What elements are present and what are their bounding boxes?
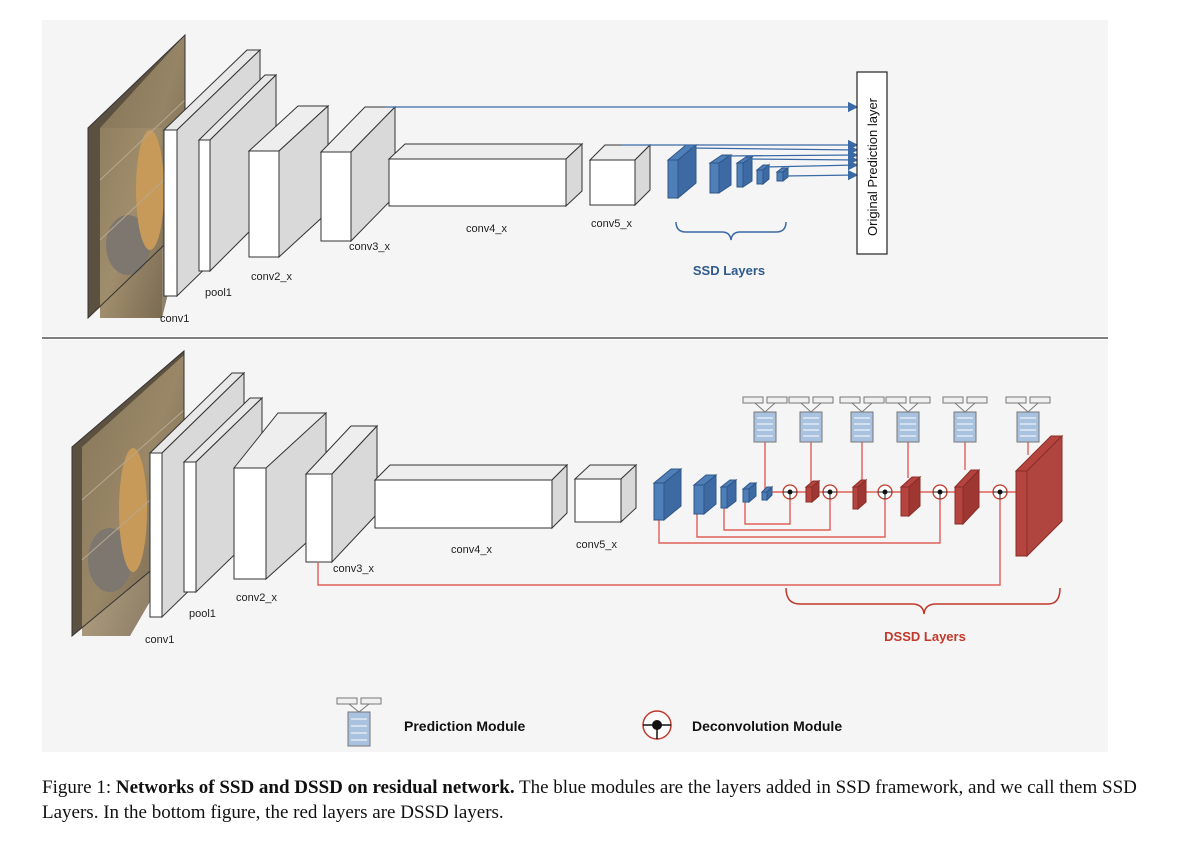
deconv-module-1 bbox=[782, 484, 798, 500]
legend-deconvolution-module-icon bbox=[642, 710, 672, 740]
original-prediction-layer-label: Original Prediction layer bbox=[865, 97, 880, 236]
prediction-module-3 bbox=[839, 396, 885, 443]
deconvolution-modules bbox=[782, 484, 1008, 500]
ssd-layers-brace bbox=[675, 221, 787, 241]
legend-deconvolution-module-label: Deconvolution Module bbox=[692, 718, 842, 734]
top-conv3-block bbox=[319, 105, 397, 243]
top-conv5-label: conv5_x bbox=[591, 218, 632, 230]
dssd-layers-label: DSSD Layers bbox=[884, 629, 966, 644]
dssd-connection-lines bbox=[317, 442, 1029, 586]
deconv-module-3 bbox=[877, 484, 893, 500]
top-network: Original Prediction layer SSD Layers con… bbox=[87, 33, 888, 325]
bottom-pool1-label: pool1 bbox=[189, 608, 216, 620]
figure-caption: Figure 1: Networks of SSD and DSSD on re… bbox=[42, 775, 1142, 825]
prediction-module-6 bbox=[1005, 396, 1051, 443]
top-ssd-layers bbox=[666, 143, 790, 200]
bottom-ssd-layers bbox=[652, 467, 774, 522]
bottom-conv4-block bbox=[373, 463, 569, 530]
bottom-conv5-block bbox=[573, 463, 638, 524]
caption-bold-title: Networks of SSD and DSSD on residual net… bbox=[115, 777, 515, 798]
top-conv4-label: conv4_x bbox=[466, 223, 507, 235]
top-conv2-label: conv2_x bbox=[251, 271, 292, 283]
deconv-module-4 bbox=[932, 484, 948, 500]
top-conv5-block bbox=[588, 143, 652, 207]
prediction-module-2 bbox=[788, 396, 834, 443]
top-conv2-block bbox=[247, 104, 330, 259]
top-conv1-label: conv1 bbox=[160, 313, 189, 325]
top-conv3-label: conv3_x bbox=[349, 241, 390, 253]
ssd-layers-label: SSD Layers bbox=[693, 263, 765, 278]
legend: Prediction Module Deconvolution Module bbox=[336, 697, 842, 747]
prediction-module-1 bbox=[742, 396, 788, 443]
deconv-module-5 bbox=[992, 484, 1008, 500]
legend-prediction-module-icon bbox=[336, 697, 382, 747]
top-conv4-block bbox=[387, 142, 584, 208]
top-pool1-block bbox=[197, 73, 278, 273]
top-arrows bbox=[385, 101, 859, 181]
caption-prefix: Figure 1: bbox=[42, 777, 116, 798]
bottom-dssd-layers bbox=[804, 434, 1064, 558]
prediction-modules bbox=[742, 396, 1051, 443]
deconv-module-2 bbox=[822, 484, 838, 500]
bottom-conv1-label: conv1 bbox=[145, 634, 174, 646]
top-pool1-label: pool1 bbox=[205, 287, 232, 299]
bottom-conv4-label: conv4_x bbox=[451, 544, 492, 556]
bottom-conv3-label: conv3_x bbox=[333, 563, 374, 575]
bottom-conv2-label: conv2_x bbox=[236, 592, 277, 604]
bottom-conv2-block bbox=[232, 411, 328, 581]
caption-body: The blue modules are the layers added in… bbox=[42, 777, 1137, 823]
original-prediction-layer-box bbox=[856, 71, 888, 255]
legend-prediction-module-label: Prediction Module bbox=[404, 718, 526, 734]
prediction-module-4 bbox=[885, 396, 931, 443]
dssd-layers-brace bbox=[785, 587, 1061, 615]
bottom-conv5-label: conv5_x bbox=[576, 539, 617, 551]
bottom-network: DSSD Layers conv1 pool1 conv2_x conv3_x … bbox=[71, 349, 1064, 646]
prediction-module-5 bbox=[942, 396, 988, 443]
